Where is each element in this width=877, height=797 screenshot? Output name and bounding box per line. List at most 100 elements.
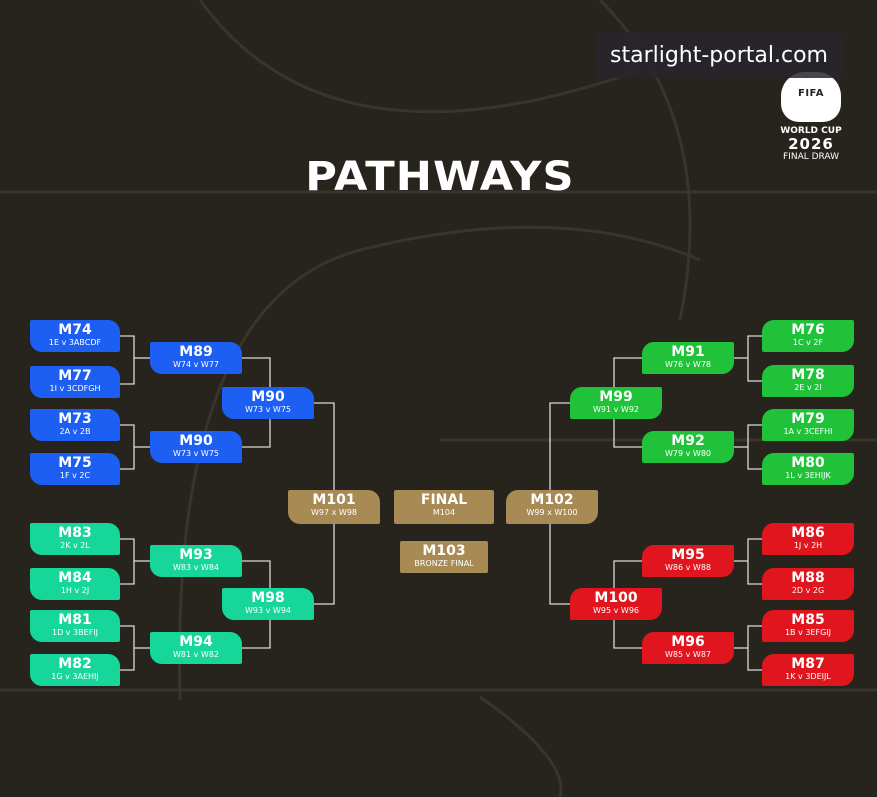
- match-m95[interactable]: M95 W86 v W88: [642, 545, 734, 577]
- match-code: M92: [671, 433, 705, 449]
- match-teams: 1E v 3ABCDF: [48, 338, 102, 347]
- match-code: M83: [58, 525, 92, 541]
- match-m100[interactable]: M100 W95 v W96: [570, 588, 662, 620]
- match-teams: W99 x W100: [526, 508, 578, 517]
- match-code: M75: [58, 455, 92, 471]
- match-teams: W73 v W75: [173, 449, 219, 458]
- match-teams: 1L v 3EHIJK: [785, 471, 831, 480]
- match-m86[interactable]: M86 1J v 2H: [762, 523, 854, 555]
- match-code: M76: [791, 322, 825, 338]
- match-teams: W91 v W92: [593, 405, 639, 414]
- match-code: M79: [791, 411, 825, 427]
- match-teams: 1A v 3CEFHI: [783, 427, 833, 436]
- match-m76[interactable]: M76 1C v 2F: [762, 320, 854, 352]
- match-teams: 1C v 2F: [792, 338, 824, 347]
- match-code: M82: [58, 656, 92, 672]
- match-m96[interactable]: M96 W85 v W87: [642, 632, 734, 664]
- match-code: M86: [791, 525, 825, 541]
- logo-line-1: WORLD CUP: [780, 126, 842, 136]
- trophy-icon: [781, 72, 841, 122]
- match-code: M84: [58, 570, 92, 586]
- match-teams: 2E v 2I: [794, 383, 822, 392]
- match-m92[interactable]: M92 W79 v W80: [642, 431, 734, 463]
- logo-line-2: 2026: [788, 135, 834, 153]
- match-m94[interactable]: M94 W81 v W82: [150, 632, 242, 664]
- match-m79[interactable]: M79 1A v 3CEFHI: [762, 409, 854, 441]
- match-teams: 1B v 3EFGIJ: [784, 628, 832, 637]
- match-code: M87: [791, 656, 825, 672]
- match-code: M80: [791, 455, 825, 471]
- match-code: M85: [791, 612, 825, 628]
- match-m75[interactable]: M75 1F v 2C: [30, 453, 120, 485]
- match-number: M104: [432, 508, 456, 517]
- match-code: M89: [179, 344, 213, 360]
- match-m88[interactable]: M88 2D v 2G: [762, 568, 854, 600]
- match-teams: 1I v 3CDFGH: [49, 384, 101, 393]
- logo-fifa: FIFA: [798, 88, 824, 99]
- match-teams: 2A v 2B: [59, 427, 91, 436]
- match-m103[interactable]: M103 BRONZE FINAL: [400, 541, 488, 573]
- match-m82[interactable]: M82 1G v 3AEHIJ: [30, 654, 120, 686]
- match-code: M94: [179, 634, 213, 650]
- match-code: M96: [671, 634, 705, 650]
- match-m98[interactable]: M98 W93 v W94: [222, 588, 314, 620]
- match-code: M102: [530, 492, 574, 508]
- match-m91[interactable]: M91 W76 v W78: [642, 342, 734, 374]
- match-m90-upper[interactable]: M90 W73 v W75: [222, 387, 314, 419]
- match-code: M77: [58, 368, 92, 384]
- match-teams: W97 x W98: [311, 508, 357, 517]
- world-cup-logo: FIFA WORLD CUP 2026 FINAL DRAW: [775, 28, 847, 168]
- match-m90-lower[interactable]: M90 W73 v W75: [150, 431, 242, 463]
- match-code: M99: [599, 389, 633, 405]
- match-teams: 1H v 2J: [60, 586, 90, 595]
- match-code: M81: [58, 612, 92, 628]
- match-teams: W83 v W84: [173, 563, 219, 572]
- match-m102[interactable]: M102 W99 x W100: [506, 490, 598, 524]
- match-label: BRONZE FINAL: [414, 559, 474, 568]
- match-code: M73: [58, 411, 92, 427]
- match-teams: W85 v W87: [665, 650, 711, 659]
- match-m83[interactable]: M83 2K v 2L: [30, 523, 120, 555]
- logo-line-3: FINAL DRAW: [783, 152, 839, 162]
- match-m77[interactable]: M77 1I v 3CDFGH: [30, 366, 120, 398]
- match-m89[interactable]: M89 W74 v W77: [150, 342, 242, 374]
- match-m101[interactable]: M101 W97 x W98: [288, 490, 380, 524]
- match-teams: W93 v W94: [245, 606, 291, 615]
- match-m99[interactable]: M99 W91 v W92: [570, 387, 662, 419]
- match-m74[interactable]: M74 1E v 3ABCDF: [30, 320, 120, 352]
- match-teams: W95 v W96: [593, 606, 639, 615]
- match-m84[interactable]: M84 1H v 2J: [30, 568, 120, 600]
- match-m85[interactable]: M85 1B v 3EFGIJ: [762, 610, 854, 642]
- match-m81[interactable]: M81 1D v 3BEFIJ: [30, 610, 120, 642]
- match-code: M78: [791, 367, 825, 383]
- match-code: M93: [179, 547, 213, 563]
- match-final[interactable]: FINAL M104: [394, 490, 494, 524]
- match-m93[interactable]: M93 W83 v W84: [150, 545, 242, 577]
- match-code: M101: [312, 492, 356, 508]
- match-m87[interactable]: M87 1K v 3DEIJL: [762, 654, 854, 686]
- match-m73[interactable]: M73 2A v 2B: [30, 409, 120, 441]
- match-code: M103: [422, 543, 466, 559]
- match-teams: 1G v 3AEHIJ: [51, 672, 99, 681]
- match-code: M90: [179, 433, 213, 449]
- match-code: M98: [251, 590, 285, 606]
- match-code: M91: [671, 344, 705, 360]
- watermark: starlight-portal.com: [596, 32, 842, 78]
- match-m80[interactable]: M80 1L v 3EHIJK: [762, 453, 854, 485]
- match-code: M100: [594, 590, 638, 606]
- match-code: M95: [671, 547, 705, 563]
- match-teams: 1D v 3BEFIJ: [51, 628, 99, 637]
- match-m78[interactable]: M78 2E v 2I: [762, 365, 854, 397]
- match-teams: W86 v W88: [665, 563, 711, 572]
- match-teams: W74 v W77: [173, 360, 219, 369]
- match-teams: W81 v W82: [173, 650, 219, 659]
- match-teams: W73 v W75: [245, 405, 291, 414]
- match-code: M74: [58, 322, 92, 338]
- match-code: FINAL: [420, 492, 468, 508]
- match-teams: 1F v 2C: [59, 471, 91, 480]
- match-code: M88: [791, 570, 825, 586]
- match-teams: 1K v 3DEIJL: [785, 672, 831, 681]
- match-teams: W79 v W80: [665, 449, 711, 458]
- match-teams: W76 v W78: [665, 360, 711, 369]
